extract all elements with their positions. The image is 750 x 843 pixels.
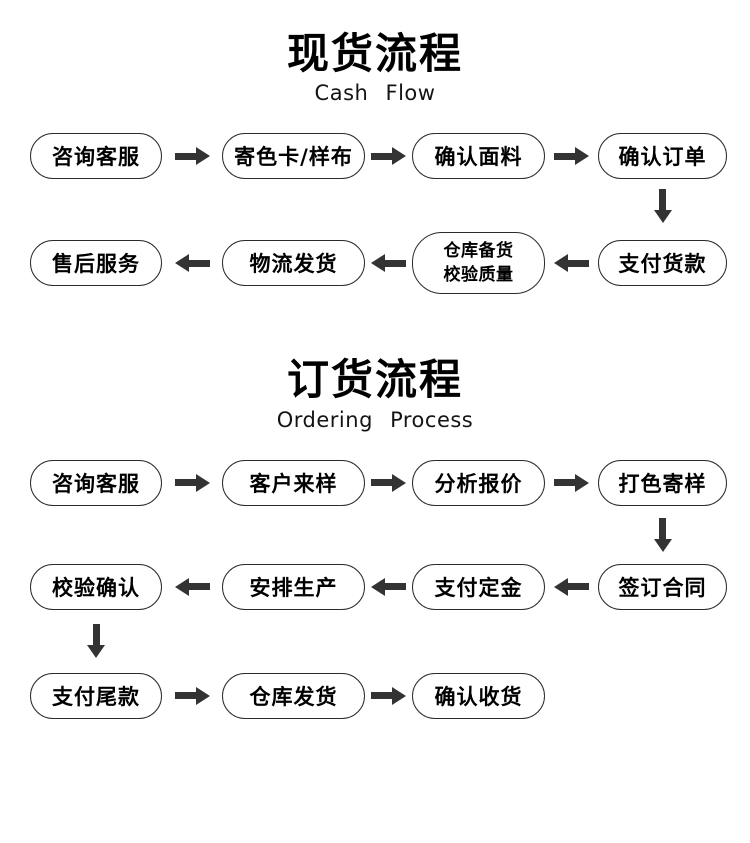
node-send-color-card: 寄色卡/样布	[222, 133, 365, 180]
node-arrange-production: 安排生产	[222, 563, 365, 610]
node-confirm-fabric: 确认面料	[412, 133, 545, 180]
arrow-left-icon	[554, 254, 589, 273]
section-title: 订货流程	[286, 355, 463, 405]
node-pay-goods: 支付货款	[598, 240, 727, 287]
arrow-right-icon	[174, 686, 210, 705]
node-consult-support: 咨询客服	[30, 459, 162, 506]
node-consult-support: 咨询客服	[30, 133, 162, 180]
section-subtitle: Ordering Process	[276, 407, 474, 432]
arrow-left-icon	[554, 577, 589, 596]
node-customer-sample: 客户来样	[222, 459, 365, 506]
connector-row	[30, 179, 750, 232]
arrow-right-icon	[554, 473, 589, 492]
arrow-left-icon	[174, 254, 210, 273]
node-line-1: 仓库备货	[443, 240, 514, 261]
node-sign-contract: 签订合同	[598, 563, 727, 610]
node-logistics-ship: 物流发货	[222, 240, 365, 287]
node-confirm-order: 确认订单	[598, 133, 727, 180]
arrow-down-icon	[653, 517, 672, 552]
section-ordering-process: 订货流程 Ordering Process 咨询客服 客户来样 分析报价 打色寄…	[0, 355, 750, 719]
arrow-right-icon	[554, 147, 589, 166]
node-confirm-receipt: 确认收货	[412, 672, 545, 719]
node-warehouse-ship: 仓库发货	[222, 672, 365, 719]
arrow-right-icon	[174, 147, 210, 166]
section-cash-flow: 现货流程 Cash Flow 咨询客服 寄色卡/样布 确认面料 确认订单 售后服…	[0, 29, 750, 295]
section-title: 现货流程	[286, 29, 463, 78]
arrow-right-icon	[371, 686, 406, 705]
arrow-right-icon	[371, 473, 406, 492]
flow-row: 售后服务 物流发货 仓库备货 校验质量 支付货款	[30, 232, 750, 295]
flow-row: 校验确认 安排生产 支付定金 签订合同	[30, 563, 750, 610]
arrow-right-icon	[371, 147, 406, 166]
arrow-right-icon	[174, 473, 210, 492]
arrow-down-icon	[87, 624, 105, 659]
section-subtitle: Cash Flow	[314, 81, 436, 106]
connector-row	[30, 610, 750, 673]
flow-row: 支付尾款 仓库发货 确认收货	[30, 672, 750, 719]
node-after-sales: 售后服务	[30, 240, 162, 287]
node-warehouse-prepare-qc: 仓库备货 校验质量	[412, 232, 545, 295]
node-analyze-quote: 分析报价	[412, 459, 545, 506]
arrow-left-icon	[174, 577, 210, 596]
arrow-left-icon	[371, 577, 406, 596]
node-line-2: 校验质量	[443, 265, 514, 286]
node-pay-deposit: 支付定金	[412, 563, 545, 610]
arrow-left-icon	[371, 254, 406, 273]
node-color-proof-sample: 打色寄样	[598, 459, 727, 506]
connector-row	[30, 506, 750, 564]
flow-row: 咨询客服 寄色卡/样布 确认面料 确认订单	[30, 133, 750, 180]
node-pay-balance: 支付尾款	[30, 672, 162, 719]
node-verify-confirm: 校验确认	[30, 563, 162, 610]
arrow-down-icon	[653, 188, 672, 223]
flow-row: 咨询客服 客户来样 分析报价 打色寄样	[30, 459, 750, 506]
